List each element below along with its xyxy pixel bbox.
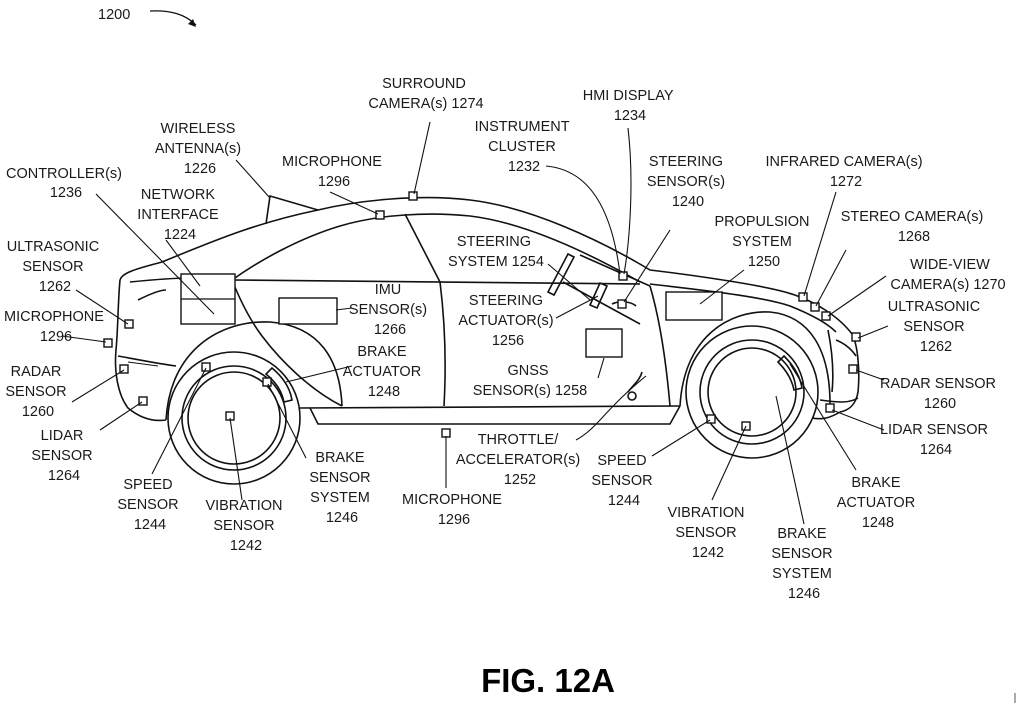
leader-microphone-roof [330, 192, 378, 214]
leader-instrument-cluster [546, 166, 620, 274]
label-brake-actuator-rear: BRAKE ACTUATOR 1248 [343, 344, 425, 400]
sensor-ultrasonic-rear [125, 320, 133, 328]
sensor-radar-front [849, 365, 857, 373]
sensor-speed-front [707, 415, 715, 423]
front-splitter [820, 398, 858, 402]
fuel-cap [628, 392, 636, 400]
leader-lidar-front [832, 410, 884, 430]
figure-reference-number: 1200 [98, 7, 130, 23]
sensor-stereo-camera [811, 303, 819, 311]
label-surround-camera: SURROUND CAMERA(s) 1274 [368, 76, 483, 112]
label-propulsion-system: PROPULSION SYSTEM 1250 [714, 214, 813, 270]
sensor-microphone-roof [376, 211, 384, 219]
label-stereo-camera: STEREO CAMERA(s) 1268 [841, 209, 988, 245]
steering-column [548, 254, 640, 324]
figure-reference-arrow [150, 11, 196, 25]
label-controllers: CONTROLLER(s) 1236 [6, 166, 126, 201]
figure-caption: FIG. 12A [481, 662, 615, 699]
label-gnss: GNSS SENSOR(s) 1258 [473, 363, 587, 399]
b-pillar [405, 214, 440, 282]
leader-wireless-antenna [236, 160, 270, 198]
sensor-infrared-camera [799, 293, 807, 301]
leader-vibration-rear [230, 418, 242, 500]
label-ultrasonic-front: ULTRASONIC SENSOR 1262 [888, 299, 984, 355]
label-throttle: THROTTLE/ ACCELERATOR(s) 1252 [456, 432, 584, 488]
label-vibration-rear: VIBRATION SENSOR 1242 [205, 498, 286, 554]
label-speed-rear: SPEED SENSOR 1244 [117, 477, 182, 533]
label-brake-actuator-front: BRAKE ACTUATOR 1248 [837, 475, 919, 531]
label-instrument-cluster: INSTRUMENT CLUSTER 1232 [475, 119, 574, 175]
label-imu: IMU SENSOR(s) 1266 [349, 282, 431, 338]
label-speed-front: SPEED SENSOR 1244 [591, 453, 656, 509]
leader-vibration-front [712, 426, 746, 500]
label-radar-rear: RADAR SENSOR 1260 [5, 364, 70, 420]
sensor-speed-rear [202, 363, 210, 371]
rocker-panel [300, 406, 680, 408]
label-network-interface: NETWORK INTERFACE 1224 [137, 187, 222, 243]
leader-speed-front [652, 420, 710, 456]
front-wheel [686, 326, 818, 458]
label-microphone-roof: MICROPHONE 1296 [282, 154, 386, 190]
rear-wheel-arch [166, 322, 342, 420]
label-brake-sensor-front: BRAKE SENSOR SYSTEM 1246 [771, 526, 836, 602]
leader-lidar-rear [100, 402, 142, 430]
sensor-microphone-rear [104, 339, 112, 347]
leader-brake-actuator-front [790, 364, 856, 470]
label-microphone-bottom: MICROPHONE 1296 [402, 492, 506, 528]
label-lidar-front: LIDAR SENSOR 1264 [880, 422, 992, 458]
rear-light [138, 290, 166, 300]
label-radar-front: RADAR SENSOR 1260 [880, 376, 1000, 412]
label-vibration-front: VIBRATION SENSOR 1242 [667, 505, 748, 561]
leader-hmi-display [624, 128, 631, 274]
rocker-panel-lower [310, 406, 680, 424]
propulsion-box [666, 292, 722, 320]
leader-stereo-camera [816, 250, 846, 306]
label-hmi-display: HMI DISPLAY 1234 [583, 88, 678, 124]
sensor-brake-rear [263, 378, 271, 386]
leader-surround-camera [414, 122, 430, 194]
label-wide-view-camera: WIDE-VIEW CAMERA(s) 1270 [890, 257, 1005, 293]
leader-steering-sensor [624, 230, 670, 302]
label-steering-actuator: STEERING ACTUATOR(s) 1256 [458, 293, 557, 349]
a-pillar [580, 255, 650, 286]
window-line-lower [232, 280, 640, 284]
label-infrared-camera: INFRARED CAMERA(s) 1272 [765, 154, 926, 190]
sensor-ultrasonic-front [852, 333, 860, 341]
leader-gnss [598, 358, 604, 378]
window-line-upper [232, 214, 640, 282]
label-lidar-rear: LIDAR SENSOR 1264 [31, 428, 96, 484]
sensor-surround-camera [409, 192, 417, 200]
door-gap-front [440, 282, 445, 406]
imu-box [279, 298, 337, 324]
antenna [266, 196, 318, 224]
front-grille [836, 340, 856, 356]
sensor-microphone-bottom [442, 429, 450, 437]
leader-steering-actuator [556, 296, 598, 318]
leader-ultrasonic-front [858, 326, 888, 338]
label-steering-sensor: STEERING SENSOR(s) 1240 [647, 154, 729, 210]
front-bumper [812, 412, 840, 419]
leader-wide-view-camera [828, 276, 886, 316]
leader-radar-rear [72, 370, 124, 402]
front-brake-caliper [778, 356, 802, 390]
leader-infrared-camera [804, 192, 836, 296]
label-brake-sensor-rear: BRAKE SENSOR SYSTEM 1246 [309, 450, 374, 526]
label-steering-system: STEERING SYSTEM 1254 [448, 234, 544, 270]
label-ultrasonic-rear: ULTRASONIC SENSOR 1262 [7, 239, 103, 295]
label-wireless-antenna: WIRELESS ANTENNA(s) 1226 [155, 121, 245, 177]
gnss-box [586, 329, 622, 357]
